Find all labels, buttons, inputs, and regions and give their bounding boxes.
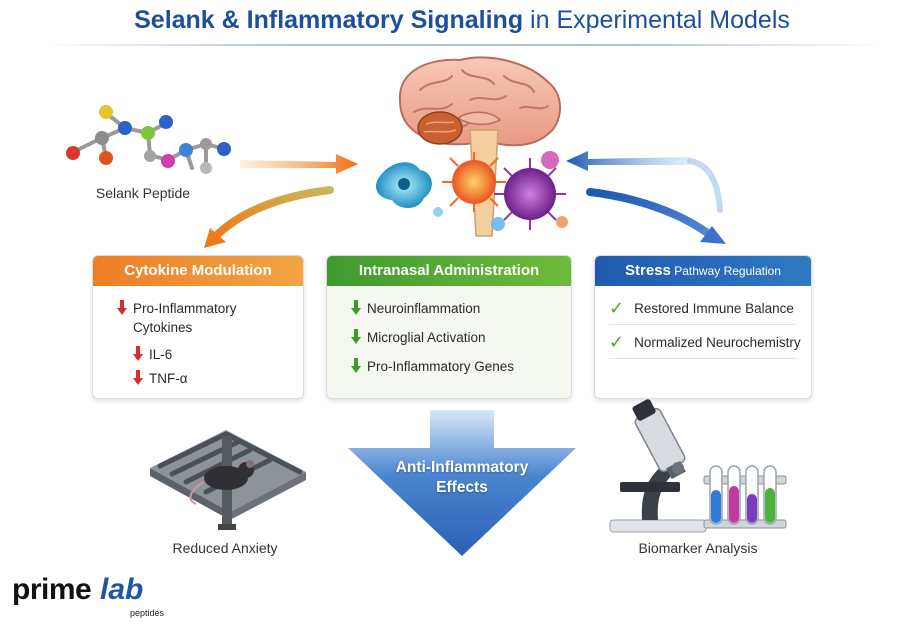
virus-icon	[376, 151, 568, 231]
intranasal-panel-title: Intranasal Administration	[327, 256, 571, 286]
page-title-bold: Selank & Inflammatory Signaling	[134, 6, 524, 34]
cytokine-item-cytokines: Cytokines	[133, 320, 193, 335]
brain-icon	[398, 56, 562, 237]
mouse-icon	[189, 460, 254, 505]
cytokine-panel-title: Cytokine Modulation	[93, 256, 303, 286]
logo-peptides-text: peptides	[130, 608, 165, 618]
page-title: Selank & Inflammatory Signaling in Exper…	[0, 6, 924, 35]
stress-item-immune-balance: ✓Restored Immune Balance	[609, 298, 794, 318]
intranasal-item-microglial: Microglial Activation	[351, 329, 486, 345]
intranasal-item-neuroinflammation: Neuroinflammation	[351, 300, 480, 316]
stress-panel-title: Stress Pathway Regulation	[595, 256, 811, 286]
green-down-arrow-icon	[351, 300, 361, 315]
orange-curved-arrow-icon	[204, 186, 334, 248]
title-divider	[40, 44, 884, 46]
green-down-arrow-icon	[351, 329, 361, 344]
blue-curved-arrow-icon	[586, 188, 726, 244]
check-icon: ✓	[609, 298, 625, 318]
cytokine-item-tnf: TNF-α	[133, 370, 188, 386]
cytokine-panel: Cytokine Modulation Pro-Inflammatory Cyt…	[92, 255, 304, 399]
stress-divider	[609, 324, 797, 325]
blue-arrow-icon	[566, 151, 723, 213]
microscope-icon	[609, 399, 707, 533]
cytokine-item-pro-inflammatory: Pro-Inflammatory	[117, 300, 237, 316]
cytokine-item-il6: IL-6	[133, 346, 172, 362]
intranasal-item-genes: Pro-Inflammatory Genes	[351, 358, 514, 374]
reduced-anxiety-caption: Reduced Anxiety	[172, 540, 278, 556]
page-title-rest: in Experimental Models	[523, 6, 790, 34]
stress-divider	[609, 358, 797, 359]
test-tubes-icon	[703, 465, 787, 529]
intranasal-panel: Intranasal Administration Neuroinflammat…	[326, 255, 572, 399]
red-down-arrow-icon	[117, 300, 127, 315]
red-down-arrow-icon	[133, 346, 143, 361]
check-icon: ✓	[609, 332, 625, 352]
primelab-logo: prime lab peptides	[12, 573, 212, 623]
anti-inflammatory-effects-label: Anti-Inflammatory Effects	[395, 459, 529, 496]
red-down-arrow-icon	[133, 370, 143, 385]
logo-lab-text: lab	[100, 573, 144, 606]
down-arrow-icon	[348, 410, 576, 556]
peptide-caption: Selank Peptide	[95, 185, 191, 201]
orange-arrow-icon	[240, 154, 358, 174]
stress-panel: Stress Pathway Regulation ✓Restored Immu…	[594, 255, 812, 399]
biomarker-analysis-caption: Biomarker Analysis	[638, 540, 758, 556]
green-down-arrow-icon	[351, 358, 361, 373]
stress-item-neurochemistry: ✓Normalized Neurochemistry	[609, 332, 801, 352]
logo-prime-text: prime	[12, 573, 92, 606]
molecule-icon	[66, 105, 231, 174]
